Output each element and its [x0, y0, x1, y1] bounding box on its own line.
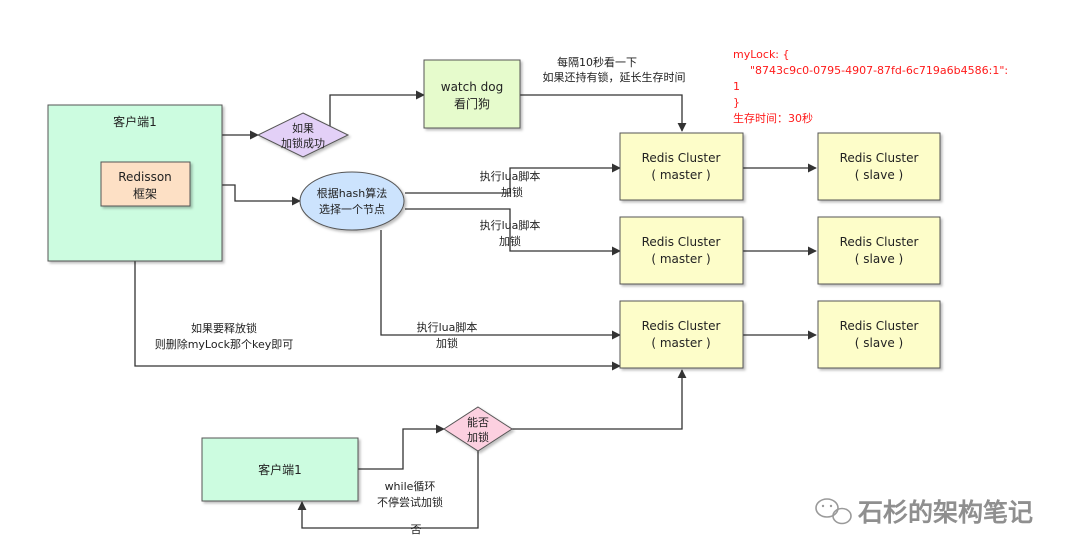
- master-3-line2: ( master ): [651, 336, 710, 350]
- slave-1-line2: ( slave ): [855, 168, 903, 182]
- lock-info-line2: "8743c9c0-0795-4907-87fd-6c719a6b4586:1"…: [750, 64, 1008, 77]
- no-label: 否: [411, 523, 422, 536]
- watermark: 石杉的架构笔记: [815, 498, 1033, 527]
- redisson-label-line2: 框架: [133, 187, 157, 201]
- client-bottom-label: 客户端1: [258, 462, 302, 477]
- lock-success-line2: 加锁成功: [281, 136, 325, 150]
- release-note-line2: 则删除myLock那个key即可: [155, 337, 294, 351]
- lua-label-1-line2: 加锁: [501, 185, 523, 199]
- lock-success-line1: 如果: [292, 121, 314, 135]
- can-lock-to-master3-arrow: [512, 369, 687, 430]
- slave-3-line2: ( slave ): [855, 336, 903, 350]
- can-lock-line2: 加锁: [467, 430, 489, 444]
- lock-success-to-watchdog-arrow: [329, 90, 425, 135]
- can-lock-decision: 能否 加锁: [443, 406, 513, 452]
- client-top-label: 客户端1: [113, 114, 157, 129]
- cluster-slave-2: Redis Cluster ( slave ): [817, 216, 941, 285]
- lock-info-line5: 生存时间：30秒: [733, 111, 813, 125]
- hash-to-master2-arrow: [405, 208, 621, 256]
- hash-to-master3-arrow: [380, 230, 621, 340]
- watchdog-note-line1: 每隔10秒看一下: [557, 55, 637, 69]
- client-bottom-to-can-lock-arrow: [358, 424, 445, 470]
- can-lock-line1: 能否: [467, 415, 489, 429]
- hash-to-master1-arrow: [405, 163, 621, 194]
- slave-1-line1: Redis Cluster: [840, 151, 919, 165]
- cluster-master-1: Redis Cluster ( master ): [619, 132, 744, 201]
- release-arrow: [134, 261, 621, 371]
- retry-note-line2: 不停尝试加锁: [377, 495, 443, 509]
- cluster-slave-1: Redis Cluster ( slave ): [817, 132, 941, 201]
- hash-node: 根据hash算法 选择一个节点: [299, 171, 405, 231]
- redisson-label-line1: Redisson: [118, 170, 172, 184]
- lock-info-line4: }: [733, 96, 740, 109]
- master-2-line1: Redis Cluster: [642, 235, 721, 249]
- cluster-master-2: Redis Cluster ( master ): [619, 216, 744, 285]
- client-bottom-node: 客户端1: [201, 437, 359, 502]
- lua-label-3-line1: 执行lua脚本: [417, 320, 478, 334]
- connectors: [134, 90, 817, 529]
- lua-label-2-line2: 加锁: [499, 234, 521, 248]
- watermark-text: 石杉的架构笔记: [857, 498, 1033, 527]
- cluster-slave-3: Redis Cluster ( slave ): [817, 300, 941, 369]
- release-note-line1: 如果要释放锁: [191, 321, 257, 335]
- watchdog-node: watch dog 看门狗: [423, 59, 521, 129]
- lock-info-line1: myLock: {: [733, 48, 790, 61]
- lock-success-decision: 如果 加锁成功: [256, 112, 350, 158]
- master-1-line1: Redis Cluster: [642, 151, 721, 165]
- hash-line2: 选择一个节点: [319, 202, 385, 216]
- retry-note-line1: while循环: [385, 480, 436, 493]
- lua-label-2-line1: 执行lua脚本: [480, 218, 541, 232]
- lua-label-1-line1: 执行lua脚本: [480, 169, 541, 183]
- master-2-line2: ( master ): [651, 252, 710, 266]
- hash-line1: 根据hash算法: [317, 186, 387, 200]
- watchdog-to-master1-arrow: [520, 94, 687, 132]
- watchdog-note-line2: 如果还持有锁，延长生存时间: [543, 70, 686, 84]
- retry-loop-arrow: [297, 451, 479, 529]
- lua-label-3-line2: 加锁: [436, 336, 458, 350]
- slave-2-line1: Redis Cluster: [840, 235, 919, 249]
- slave-2-line2: ( slave ): [855, 252, 903, 266]
- cluster-master-3: Redis Cluster ( master ): [619, 300, 744, 369]
- watchdog-line2: 看门狗: [454, 96, 490, 111]
- watchdog-line1: watch dog: [441, 80, 503, 94]
- master-3-line1: Redis Cluster: [642, 319, 721, 333]
- lock-info-line3: 1: [733, 80, 740, 93]
- lock-info: myLock: { "8743c9c0-0795-4907-87fd-6c719…: [733, 48, 1008, 125]
- master-1-line2: ( master ): [651, 168, 710, 182]
- slave-3-line1: Redis Cluster: [840, 319, 919, 333]
- wechat-icon: [815, 498, 852, 525]
- redisson-node: Redisson 框架: [100, 161, 191, 207]
